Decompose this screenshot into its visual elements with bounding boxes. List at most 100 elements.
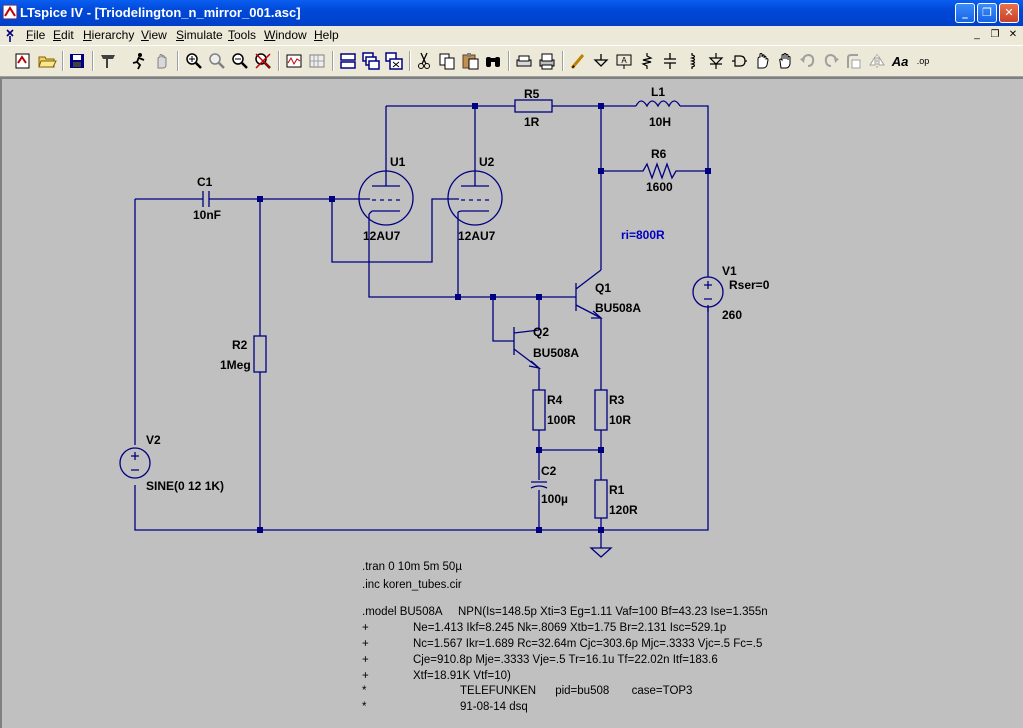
menu-file[interactable]: File bbox=[26, 28, 46, 42]
r1-label[interactable]: R1 bbox=[609, 483, 625, 497]
wire bbox=[331, 198, 450, 263]
control-panel-icon[interactable] bbox=[98, 51, 118, 71]
move-icon[interactable] bbox=[752, 51, 772, 71]
mdi-close-button[interactable]: ✕ bbox=[1008, 29, 1018, 40]
r1-value[interactable]: 120R bbox=[609, 503, 638, 517]
drag-icon[interactable] bbox=[775, 51, 795, 71]
minimize-button[interactable]: _ bbox=[955, 3, 975, 23]
tile-horizontal-icon[interactable] bbox=[338, 51, 358, 71]
draw-wire-icon[interactable] bbox=[568, 51, 588, 71]
print-icon[interactable] bbox=[537, 51, 557, 71]
find-icon[interactable] bbox=[483, 51, 503, 71]
paste-icon[interactable] bbox=[460, 51, 480, 71]
text-icon[interactable]: Aa bbox=[890, 51, 910, 71]
label-net-icon[interactable]: A bbox=[614, 51, 634, 71]
menu-help[interactable]: Help bbox=[314, 28, 339, 42]
model-line[interactable]: NPN(Is=148.5p Xti=3 Eg=1.11 Vaf=100 Bf=4… bbox=[458, 606, 768, 618]
l1-value[interactable]: 10H bbox=[649, 115, 671, 129]
r4-value[interactable]: 100R bbox=[547, 413, 576, 427]
zoom-out-icon[interactable] bbox=[230, 51, 250, 71]
u2-label[interactable]: U2 bbox=[479, 155, 495, 169]
resistor-r1 bbox=[594, 479, 608, 519]
close-all-icon[interactable] bbox=[384, 51, 404, 71]
resistor-r3 bbox=[594, 389, 608, 431]
v1-param[interactable]: Rser=0 bbox=[729, 278, 770, 292]
menu-edit[interactable]: Edit bbox=[53, 28, 74, 42]
r3-label[interactable]: R3 bbox=[609, 393, 625, 407]
copy-icon[interactable] bbox=[437, 51, 457, 71]
r2-value[interactable]: 1Meg bbox=[220, 358, 251, 372]
resistor-icon[interactable] bbox=[637, 51, 657, 71]
save-icon[interactable] bbox=[67, 51, 87, 71]
mdi-minimize-button[interactable]: _ bbox=[974, 29, 980, 40]
new-schematic-icon[interactable] bbox=[13, 51, 33, 71]
l1-label[interactable]: L1 bbox=[651, 85, 665, 99]
grid-icon[interactable] bbox=[307, 51, 327, 71]
tran-directive[interactable]: .tran 0 10m 5m 50µ bbox=[362, 561, 462, 573]
wire bbox=[134, 485, 601, 531]
mirror-icon[interactable] bbox=[867, 51, 887, 71]
diode-icon[interactable] bbox=[706, 51, 726, 71]
capacitor-icon[interactable] bbox=[660, 51, 680, 71]
u1-label[interactable]: U1 bbox=[390, 155, 406, 169]
autoscale-icon[interactable] bbox=[284, 51, 304, 71]
q2-value[interactable]: BU508A bbox=[533, 346, 579, 360]
u2-value[interactable]: 12AU7 bbox=[458, 229, 496, 243]
r6-value[interactable]: 1600 bbox=[646, 180, 673, 194]
model-line[interactable]: Xtf=18.91K Vtf=10) bbox=[413, 670, 511, 682]
q1-value[interactable]: BU508A bbox=[595, 301, 641, 315]
r3-value[interactable]: 10R bbox=[609, 413, 631, 427]
q2-label[interactable]: Q2 bbox=[533, 325, 549, 339]
menu-hierarchy[interactable]: Hierarchy bbox=[83, 28, 135, 42]
c1-label[interactable]: C1 bbox=[197, 175, 213, 189]
v2-value[interactable]: SINE(0 12 1K) bbox=[146, 479, 224, 493]
menu-simulate[interactable]: Simulate bbox=[176, 28, 223, 42]
model-line[interactable]: Nc=1.567 Ikr=1.689 Rc=32.64m Cjc=303.6p … bbox=[413, 638, 762, 650]
mdi-restore-button[interactable]: ❐ bbox=[990, 29, 1000, 40]
component-icon[interactable] bbox=[729, 51, 749, 71]
model-line[interactable]: Ne=1.413 Ikf=8.245 Nk=.8069 Xtb=1.75 Br=… bbox=[413, 622, 726, 634]
redo-icon[interactable] bbox=[821, 51, 841, 71]
title-bar[interactable]: LTspice IV - [Triodelington_n_mirror_001… bbox=[0, 0, 1023, 26]
schematic-canvas[interactable]: R5 1R L1 10H R6 1600 C1 10nF U1 12AU7 U2… bbox=[0, 77, 1023, 728]
r2-label[interactable]: R2 bbox=[232, 338, 248, 352]
ground-icon[interactable] bbox=[591, 51, 611, 71]
schematic-doc-icon[interactable] bbox=[4, 28, 18, 43]
model-line[interactable]: TELEFUNKEN pid=bu508 case=TOP3 bbox=[460, 685, 692, 697]
menu-view[interactable]: View bbox=[141, 28, 167, 42]
undo-icon[interactable] bbox=[798, 51, 818, 71]
zoom-in-icon[interactable] bbox=[184, 51, 204, 71]
r5-label[interactable]: R5 bbox=[524, 87, 540, 101]
v1-label[interactable]: V1 bbox=[722, 264, 737, 278]
r6-label[interactable]: R6 bbox=[651, 147, 667, 161]
c2-value[interactable]: 100µ bbox=[541, 492, 568, 506]
cascade-icon[interactable] bbox=[361, 51, 381, 71]
model-line[interactable]: 91-08-14 dsq bbox=[460, 701, 528, 713]
maximize-button[interactable]: ❐ bbox=[977, 3, 997, 23]
spice-directive-icon[interactable]: .op bbox=[913, 51, 933, 71]
q1-label[interactable]: Q1 bbox=[595, 281, 611, 295]
r4-label[interactable]: R4 bbox=[547, 393, 563, 407]
zoom-fit-icon[interactable] bbox=[253, 51, 273, 71]
close-button[interactable]: ✕ bbox=[999, 3, 1019, 23]
open-icon[interactable] bbox=[37, 51, 57, 71]
halt-icon[interactable] bbox=[152, 51, 172, 71]
inc-directive[interactable]: .inc koren_tubes.cir bbox=[362, 579, 462, 591]
pan-icon[interactable] bbox=[207, 51, 227, 71]
u1-value[interactable]: 12AU7 bbox=[363, 229, 401, 243]
rotate-icon[interactable] bbox=[844, 51, 864, 71]
v1-value[interactable]: 260 bbox=[722, 308, 742, 322]
r5-value[interactable]: 1R bbox=[524, 115, 540, 129]
cut-icon[interactable] bbox=[414, 51, 434, 71]
menu-window[interactable]: Window bbox=[264, 28, 307, 42]
run-icon[interactable] bbox=[129, 51, 149, 71]
voltage-source-v2 bbox=[119, 447, 151, 479]
model-line[interactable]: Cje=910.8p Mje=.3333 Vje=.5 Tr=16.1u Tf=… bbox=[413, 654, 718, 666]
v2-label[interactable]: V2 bbox=[146, 433, 161, 447]
menu-tools[interactable]: Tools bbox=[228, 28, 257, 42]
c1-value[interactable]: 10nF bbox=[193, 208, 221, 222]
print-setup-icon[interactable] bbox=[514, 51, 534, 71]
inductor-icon[interactable] bbox=[683, 51, 703, 71]
c2-label[interactable]: C2 bbox=[541, 464, 557, 478]
ri-annotation[interactable]: ri=800R bbox=[621, 228, 665, 242]
